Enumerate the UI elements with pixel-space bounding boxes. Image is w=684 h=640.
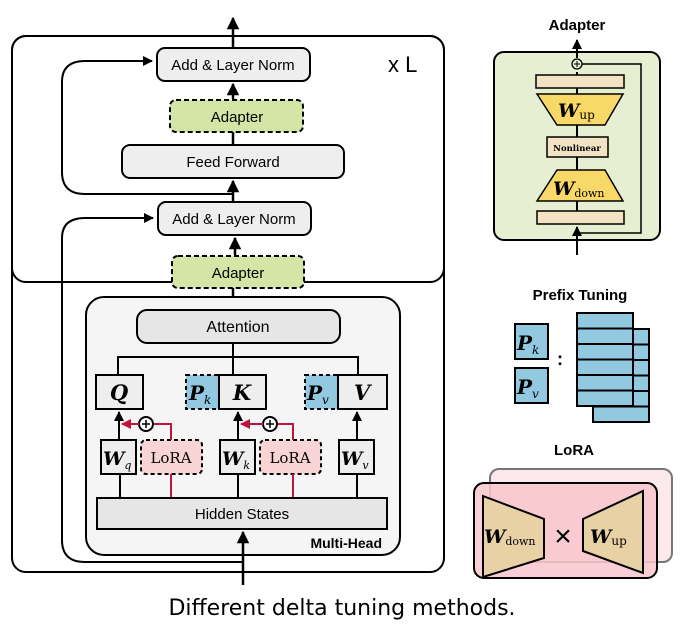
prefix-pk-square [514, 323, 549, 360]
add-norm-top-label: Add & Layer Norm [171, 57, 294, 74]
q-label: Q [110, 380, 128, 405]
lora-label-q: LoRA [150, 449, 191, 467]
prefix-vector-row [576, 327, 634, 345]
adapter-bottom-block [171, 255, 305, 289]
hidden-states-label: Hidden States [195, 506, 289, 523]
lora-w-up-label: Wup [590, 526, 627, 548]
feed-forward-block [121, 144, 345, 179]
transformer-layer: x L Add & Layer Norm Adapter Feed Forwar… [11, 16, 445, 585]
residual-connection-bottom [61, 213, 243, 563]
adapter-nonlinear-block [546, 136, 609, 158]
prefix-pk-label: Pk [188, 381, 211, 407]
k-label: K [232, 380, 252, 405]
adapter-w-up-label: Wup [558, 100, 595, 122]
prefix-pv-square-label: Pv [516, 375, 539, 401]
wk-block [219, 439, 256, 475]
adapter-nonlinear-label: Nonlinear [553, 144, 601, 154]
wv-block [338, 439, 375, 475]
attention-label: Attention [206, 319, 269, 336]
lora-label-k: LoRA [269, 449, 310, 467]
lora-w-down-trapezoid [482, 494, 545, 579]
lora-panel: LoRA Wdown × Wup [473, 442, 673, 579]
attention-block [136, 309, 341, 344]
prefix-pv-label: Pv [306, 381, 329, 407]
wq-block [100, 439, 137, 475]
lora-times-symbol: × [554, 520, 572, 553]
add-norm-bottom-label: Add & Layer Norm [172, 211, 295, 228]
prefix-pv-square [514, 367, 549, 404]
lora-block-k [259, 439, 322, 475]
feed-forward-label: Feed Forward [186, 154, 279, 171]
repeat-label: x L [388, 52, 417, 77]
adapter-panel-title: Adapter [549, 17, 606, 34]
prefix-vector-row [576, 389, 634, 407]
adapter-output-bar [535, 74, 625, 89]
add-norm-bottom-block [157, 201, 312, 236]
adapter-top-block [169, 99, 304, 133]
lora-panel-title: LoRA [554, 442, 594, 459]
wv-label: Wv [341, 448, 369, 472]
residual-connection-top [61, 56, 233, 195]
multi-head-label: Multi-Head [310, 535, 382, 551]
hidden-states-block [96, 497, 388, 530]
wq-label: Wq [103, 448, 131, 472]
outer-frame [11, 35, 445, 573]
prefix-colon: : [557, 349, 563, 369]
adapter-panel: Adapter Wup Nonlinear Wdown [493, 17, 661, 255]
prefix-stack-front [576, 312, 634, 407]
figure-caption: Different delta tuning methods. [168, 596, 516, 621]
prefix-pv-block [304, 374, 339, 410]
v-block [337, 374, 388, 410]
prefix-pk-square-label: Pk [516, 331, 539, 357]
v-label: V [354, 380, 373, 405]
adapter-input-bar [536, 210, 625, 225]
k-block [218, 374, 267, 410]
prefix-vector-row [576, 312, 634, 330]
adapter-w-down-label: Wdown [553, 178, 605, 200]
prefix-panel-title: Prefix Tuning [533, 287, 628, 304]
add-norm-top-block [156, 47, 311, 82]
prefix-vector-row [592, 405, 650, 423]
adapter-bottom-label: Adapter [212, 265, 265, 282]
adapter-top-label: Adapter [211, 109, 264, 126]
adapter-w-down-trapezoid [535, 169, 625, 202]
prefix-vector-row [576, 374, 634, 392]
adapter-w-up-trapezoid [535, 93, 625, 126]
q-block [95, 374, 144, 410]
lora-w-down-label: Wdown [484, 526, 536, 548]
wk-label: Wk [222, 448, 250, 472]
prefix-vector-row [576, 358, 634, 376]
lora-w-up-trapezoid [582, 489, 644, 575]
prefix-tuning-panel: Prefix Tuning Pk Pv : [514, 287, 650, 423]
prefix-vector-row [576, 343, 634, 361]
